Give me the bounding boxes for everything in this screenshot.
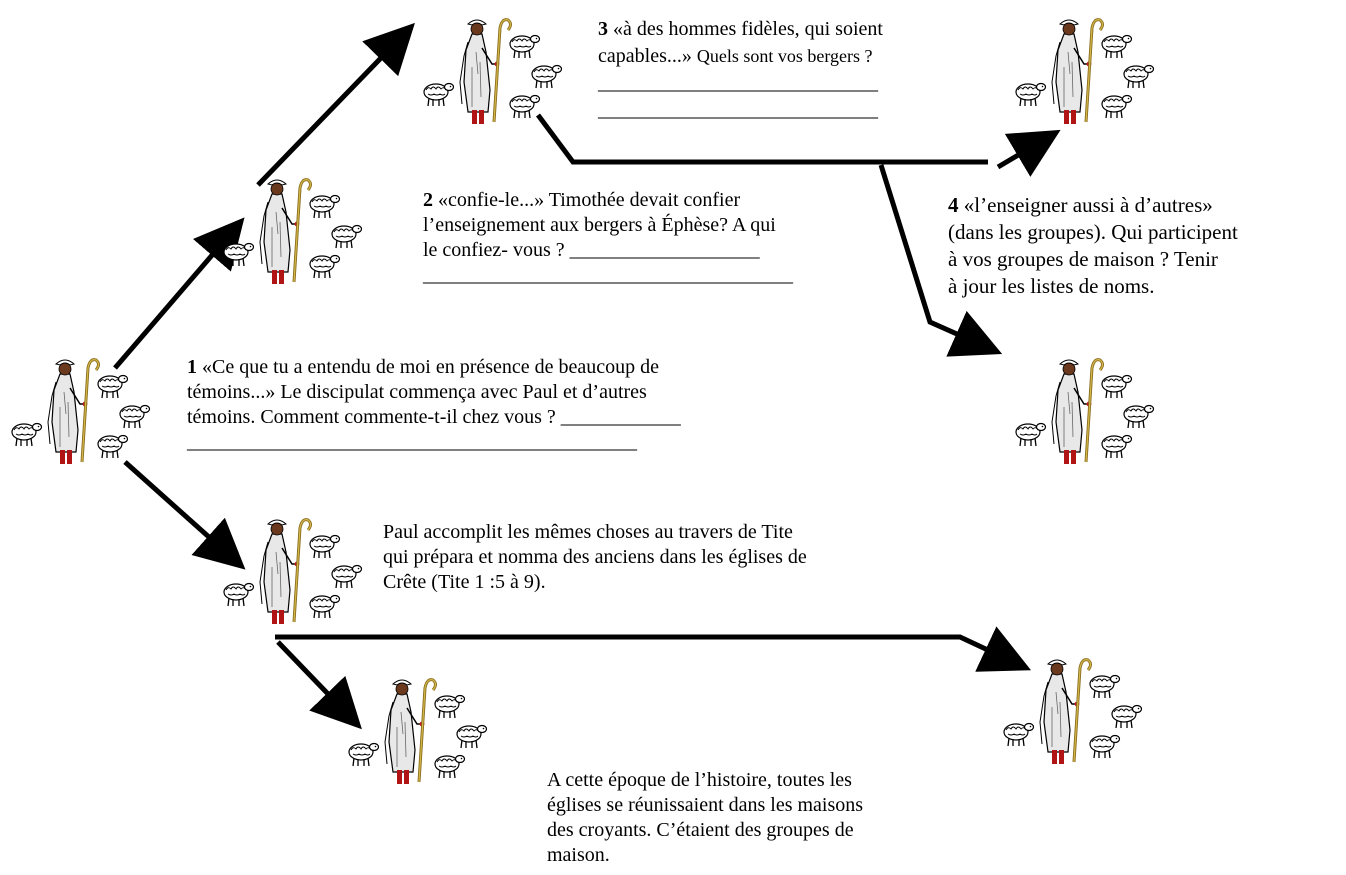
text-line: «l’enseigner aussi à d’autres»: [963, 193, 1213, 217]
arrow-branch-4a: [996, 129, 1061, 177]
shepherd-with-sheep-icon: [220, 512, 380, 632]
shepherd-with-sheep-icon: [420, 12, 580, 132]
text-line: ____________________________: [598, 99, 878, 121]
text-line: qui prépara et nomma des anciens dans le…: [383, 546, 807, 568]
step-number: 2: [423, 189, 433, 211]
arrow-2-to-3: [256, 22, 415, 187]
shepherd-with-sheep-icon: [220, 172, 380, 292]
shepherd-with-sheep-icon: [1012, 352, 1172, 472]
arrow-tite-down: [276, 640, 362, 730]
text-line: (dans les groupes). Qui participent: [948, 220, 1238, 244]
text-line: capables...»: [598, 45, 692, 67]
arrow-3-to-4: [535, 113, 988, 165]
shepherd-with-sheep-icon: [8, 352, 168, 472]
step-4-text: 4 «l’enseigner aussi à d’autres» (dans l…: [948, 192, 1238, 300]
step-number: 1: [187, 356, 197, 378]
text-line: églises se réunissaient dans les maisons: [547, 794, 864, 816]
step-2-text: 2 «confie-le...» Timothée devait confier…: [423, 188, 793, 288]
text-line: «confie-le...» Timothée devait confier: [438, 189, 741, 211]
text-line: ________________________________________…: [187, 431, 637, 453]
text-line: témoins. Comment commente-t-il chez vous…: [187, 406, 681, 428]
shepherd-with-sheep-icon: [1000, 652, 1160, 772]
step-number: 4: [948, 193, 959, 217]
step-number: 3: [598, 18, 608, 40]
text-line: l’enseignement aux bergers à Éphèse? A q…: [423, 214, 776, 236]
text-line: Paul accomplit les mêmes choses au trave…: [383, 521, 793, 543]
text-line: «Ce que tu a entendu de moi en présence …: [202, 356, 660, 378]
text-line: A cette époque de l’histoire, toutes les: [547, 769, 852, 791]
text-line: _____________________________________: [423, 264, 793, 286]
text-line: des croyants. C’étaient des groupes de: [547, 819, 854, 841]
arrow-1-to-tite: [123, 460, 246, 570]
shepherd-with-sheep-icon: [1012, 12, 1172, 132]
text-line: «à des hommes fidèles, qui soient: [613, 18, 883, 40]
text-line: maison.: [547, 844, 610, 866]
text-line: Crête (Tite 1 :5 à 9).: [383, 571, 546, 593]
step-3-text: 3 «à des hommes fidèles, qui soient capa…: [598, 16, 883, 124]
arrow-tite-right: [275, 626, 1032, 672]
shepherd-with-sheep-icon: [345, 672, 505, 792]
epoque-text: A cette époque de l’histoire, toutes les…: [547, 768, 863, 868]
tite-text: Paul accomplit les mêmes choses au trave…: [383, 520, 807, 595]
step-1-text: 1 «Ce que tu a entendu de moi en présenc…: [187, 355, 681, 455]
arrow-branch-4b: [878, 164, 1003, 357]
text-line: à jour les listes de noms.: [948, 274, 1155, 298]
arrow-1-to-2: [113, 217, 245, 370]
text-line: à vos groupes de maison ? Tenir: [948, 247, 1218, 271]
text-line: le confiez- vous ? ___________________: [423, 239, 760, 261]
text-line: témoins...» Le discipulat commença avec …: [187, 381, 647, 403]
text-line: ____________________________: [598, 72, 878, 94]
text-line: Quels sont vos bergers ?: [696, 46, 873, 66]
